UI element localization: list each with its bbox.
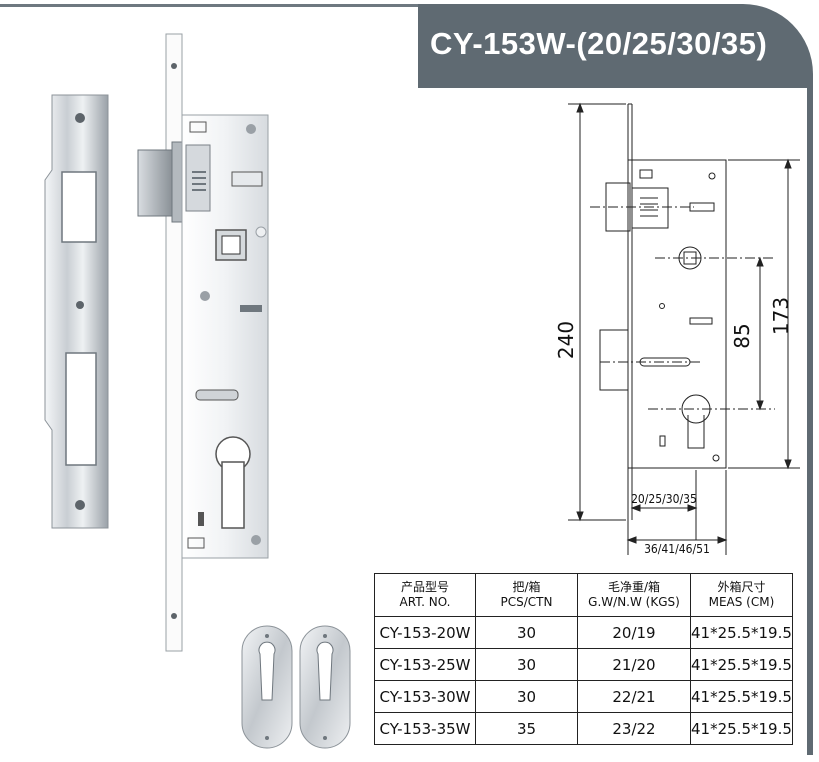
dim-plate-height: 173 <box>769 297 793 335</box>
art-no-cell: CY-153-25W <box>374 648 476 681</box>
lock-body <box>181 114 269 559</box>
pcs-cell: 30 <box>475 648 578 681</box>
meas-cell: 41*25.5*19.5 <box>690 712 793 745</box>
dim-total-height: 240 <box>554 321 578 359</box>
meas-cell: 41*25.5*19.5 <box>690 648 793 681</box>
latch-bolt <box>137 141 185 223</box>
dim-width: 36/41/46/51 <box>644 542 710 556</box>
dim-center-distance: 85 <box>730 323 754 348</box>
art-no-cell: CY-153-20W <box>374 616 476 649</box>
escutcheon-roses <box>241 625 351 749</box>
art-no-cell: CY-153-35W <box>374 712 476 745</box>
product-title: CY-153W-(20/25/30/35) <box>430 26 768 61</box>
dim-backset: 20/25/30/35 <box>631 492 697 506</box>
strike-plate <box>44 94 109 529</box>
weight-cell: 22/21 <box>577 680 691 713</box>
table-row: CY-153-20W 30 20/19 41*25.5*19.5 <box>374 616 793 649</box>
weight-cell: 23/22 <box>577 712 691 745</box>
table-row: CY-153-35W 35 23/22 41*25.5*19.5 <box>374 712 793 745</box>
meas-cell: 41*25.5*19.5 <box>690 680 793 713</box>
weight-cell: 21/20 <box>577 648 691 681</box>
pcs-cell: 30 <box>475 616 578 649</box>
weight-cell: 20/19 <box>577 616 691 649</box>
art-no-cell: CY-153-30W <box>374 680 476 713</box>
pcs-cell: 35 <box>475 712 578 745</box>
table-row: CY-153-30W 30 22/21 41*25.5*19.5 <box>374 680 793 713</box>
lock-faceplate <box>165 33 183 652</box>
pcs-cell: 30 <box>475 680 578 713</box>
table-row: CY-153-25W 30 21/20 41*25.5*19.5 <box>374 648 793 681</box>
meas-cell: 41*25.5*19.5 <box>690 616 793 649</box>
technical-drawing <box>568 102 800 555</box>
top-frame-line <box>0 4 420 7</box>
right-frame-bar <box>807 80 813 755</box>
title-banner <box>418 4 813 88</box>
